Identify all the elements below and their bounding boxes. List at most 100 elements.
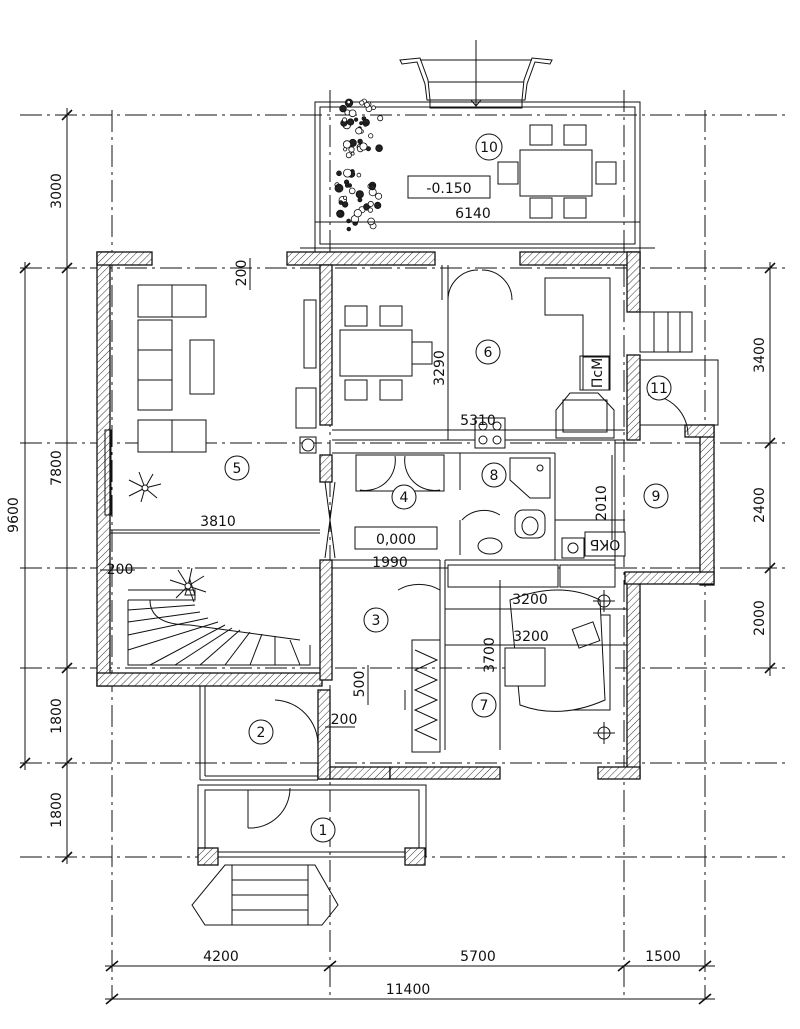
equipment-labels: ПсМ ОКБ (582, 356, 621, 552)
bush-dot (343, 168, 352, 178)
bush-dot (348, 146, 355, 153)
bush-dot (336, 170, 342, 177)
dim-left-4: 1800 (49, 792, 65, 828)
utility-fixtures (555, 440, 626, 572)
room-6-label: 6 (475, 339, 501, 365)
dim-bedroom-width-a: 3200 (512, 592, 548, 608)
bush-dot (342, 140, 352, 149)
bush-dot (355, 127, 363, 135)
svg-text:2: 2 (257, 725, 266, 741)
room-2-label: 2 (248, 719, 274, 745)
terrace-level: -0.150 (426, 181, 471, 197)
bush-dot (348, 187, 356, 195)
room-8-label: 8 (481, 462, 507, 488)
bush-dot (367, 217, 375, 226)
bush-dot (346, 226, 351, 232)
bush-dot (367, 200, 374, 207)
room-1-label: 1 (310, 817, 336, 843)
dim-bottom-1: 4200 (203, 949, 239, 965)
floor-level: 0,000 (376, 532, 416, 548)
bush-dot (334, 183, 344, 193)
svg-text:8: 8 (490, 468, 499, 484)
bush-dot (375, 144, 383, 153)
dim-wall-200-a: 200 (234, 260, 250, 287)
bush-dot (371, 105, 376, 110)
terrace-plants (334, 98, 384, 232)
bedroom-furniture (447, 564, 616, 744)
dim-bottom-2: 5700 (460, 949, 496, 965)
bush-dot (377, 115, 384, 122)
bush-dot (374, 201, 382, 209)
corridor-wardrobe (397, 583, 441, 753)
bush-dot (363, 122, 368, 127)
plant-symbols (128, 471, 207, 603)
bush-dot (359, 121, 364, 126)
bathroom-fixtures (461, 457, 551, 555)
dim-hall-width: 1990 (372, 555, 408, 571)
room-labels: 1 2 3 4 5 6 7 8 9 10 11 (224, 133, 672, 843)
bush-dot (357, 197, 363, 203)
bush-dot (359, 100, 365, 106)
dim-kitchen-width: 5310 (460, 413, 496, 429)
dim-right-2: 2400 (752, 487, 768, 523)
svg-text:6: 6 (484, 345, 493, 361)
room-7-label: 7 (471, 692, 497, 718)
level-marks: -0.150 0,000 (354, 175, 491, 550)
dim-bottom-3: 1500 (645, 949, 681, 965)
bush-dot (339, 104, 347, 113)
svg-text:11: 11 (650, 381, 668, 397)
living-room-furniture (104, 284, 317, 516)
bush-dot (375, 192, 383, 200)
dim-terrace-width: 6140 (455, 206, 491, 222)
dim-left-1: 3000 (49, 173, 65, 209)
room-5-label: 5 (224, 455, 250, 481)
bush-dot (353, 117, 359, 122)
bush-dot (368, 133, 374, 139)
staircase (127, 578, 311, 666)
svg-text:4: 4 (400, 490, 409, 506)
side-steps (639, 311, 719, 436)
dim-bottom-total: 11400 (386, 982, 431, 998)
meter-label: ОКБ (590, 536, 621, 552)
bush-dot (338, 200, 344, 205)
dim-left-3: 1800 (49, 698, 65, 734)
bottom-dimensions: 4200 5700 1500 11400 (105, 949, 715, 1005)
dim-gap-500: 500 (352, 671, 368, 698)
interior-dimensions: 6140 3810 1990 5310 3290 2010 3200 3200 … (100, 206, 640, 750)
bush-dot (355, 190, 364, 199)
porch (191, 784, 427, 926)
room-11-label: 11 (646, 375, 672, 401)
bush-dot (364, 101, 370, 108)
bush-dot (353, 209, 362, 218)
boiler-label: ПсМ (590, 358, 606, 388)
dim-wall-200-b: 200 (107, 562, 134, 578)
right-dimensions: 3400 2400 2000 (752, 262, 776, 676)
room-3-label: 3 (363, 607, 389, 633)
bush-dot (369, 183, 376, 191)
dim-left-outer: 9600 (6, 497, 22, 533)
svg-text:10: 10 (480, 140, 498, 156)
bush-dot (345, 152, 352, 159)
terrace (300, 40, 655, 262)
bush-dot (342, 195, 348, 200)
svg-text:1: 1 (319, 823, 328, 839)
room-4-label: 4 (391, 484, 417, 510)
kitchen-furniture (339, 265, 615, 449)
walls (96, 251, 715, 780)
svg-text:9: 9 (652, 489, 661, 505)
bush-dot (359, 142, 368, 151)
bush-dot (348, 109, 357, 118)
dim-bedroom-width-b: 3200 (513, 629, 549, 645)
bush-dot (357, 138, 363, 145)
svg-text:3: 3 (372, 613, 381, 629)
dim-right-3: 2000 (752, 600, 768, 636)
axis-grid (20, 90, 790, 1000)
bush-dot (356, 172, 362, 178)
dim-living-width: 3810 (200, 514, 236, 530)
entry-door (274, 699, 319, 746)
room-9-label: 9 (643, 483, 669, 509)
bush-dot (347, 183, 352, 188)
bush-dot (346, 118, 355, 126)
dim-bath-depth: 2010 (594, 485, 610, 521)
